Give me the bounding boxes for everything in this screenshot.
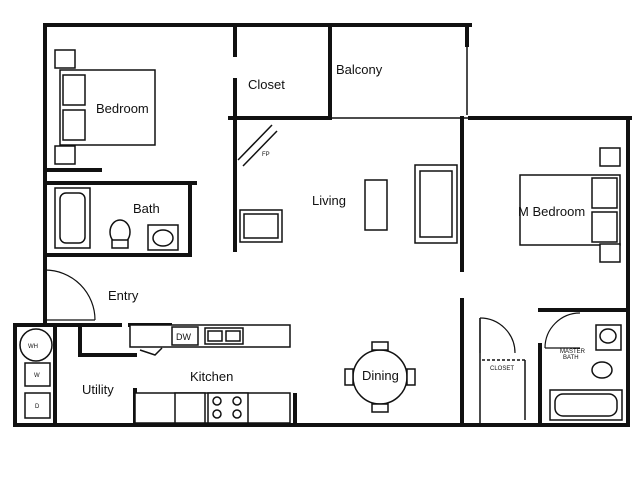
- utility-fixtures: [19, 328, 53, 419]
- bath-label: Bath: [133, 201, 160, 216]
- fp-label: FP: [262, 152, 270, 158]
- m-bedroom-label: M Bedroom: [518, 204, 585, 219]
- wh-label: WH: [28, 344, 38, 350]
- dryer-label: D: [35, 404, 40, 410]
- master-bath-fixtures: [549, 324, 623, 421]
- entry-label: Entry: [108, 288, 139, 303]
- living-label: Living: [312, 193, 346, 208]
- master-bath-label-2: BATH: [563, 355, 579, 361]
- master-bath-label-1: MASTER: [560, 349, 586, 355]
- dining-table: [344, 341, 416, 413]
- bed-left: [54, 49, 156, 165]
- kitchen-counters: [129, 324, 291, 424]
- bedroom-label: Bedroom: [96, 101, 149, 116]
- closet-shelving: [482, 359, 526, 420]
- dw-label: DW: [176, 332, 191, 342]
- utility-label: Utility: [82, 382, 114, 397]
- kitchen-label: Kitchen: [190, 369, 233, 384]
- closet-label: Closet: [248, 77, 285, 92]
- washer-label: W: [34, 373, 40, 379]
- bath-fixtures: [54, 187, 179, 251]
- closet2-label: CLOSET: [490, 366, 514, 372]
- balcony-label: Balcony: [336, 62, 383, 77]
- bed-right: [519, 147, 621, 263]
- living-furniture: [239, 164, 458, 244]
- fireplace: [237, 124, 278, 167]
- doors: [44, 269, 581, 354]
- dining-label: Dining: [362, 368, 399, 383]
- walls: [13, 23, 632, 427]
